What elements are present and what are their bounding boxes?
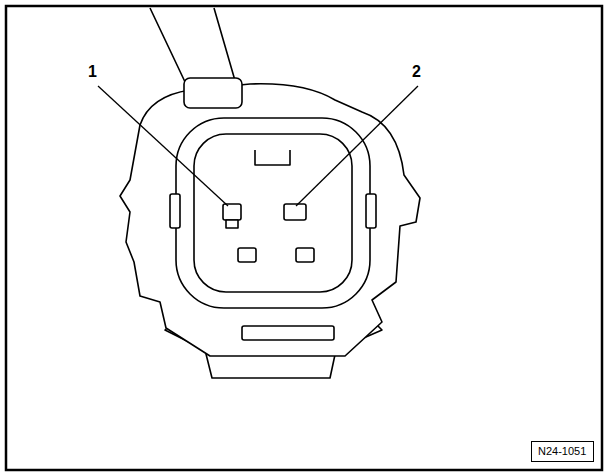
- leader-line: [98, 86, 228, 206]
- latch: [242, 326, 334, 340]
- pin-contact: [226, 220, 238, 228]
- pin-cavity: [194, 134, 352, 292]
- strain-relief: [184, 78, 242, 108]
- connector-housing: [120, 8, 420, 378]
- callout-number: 2: [412, 64, 421, 80]
- seal-ring: [176, 118, 370, 308]
- leader-line: [296, 86, 418, 206]
- locking-tab: [366, 194, 376, 228]
- figure-code: N24-1051: [538, 445, 587, 457]
- pin-contact: [284, 204, 306, 220]
- callout-number: 1: [88, 64, 97, 80]
- connector-body: [120, 84, 420, 356]
- pin-contact: [223, 204, 241, 220]
- coding-rib: [255, 150, 290, 165]
- pin-contact: [238, 248, 256, 262]
- figure-code-box: N24-1051: [531, 441, 594, 462]
- pin-contact: [296, 248, 314, 262]
- locking-tab: [170, 194, 180, 228]
- figure-frame: [6, 6, 602, 470]
- cable: [150, 8, 236, 84]
